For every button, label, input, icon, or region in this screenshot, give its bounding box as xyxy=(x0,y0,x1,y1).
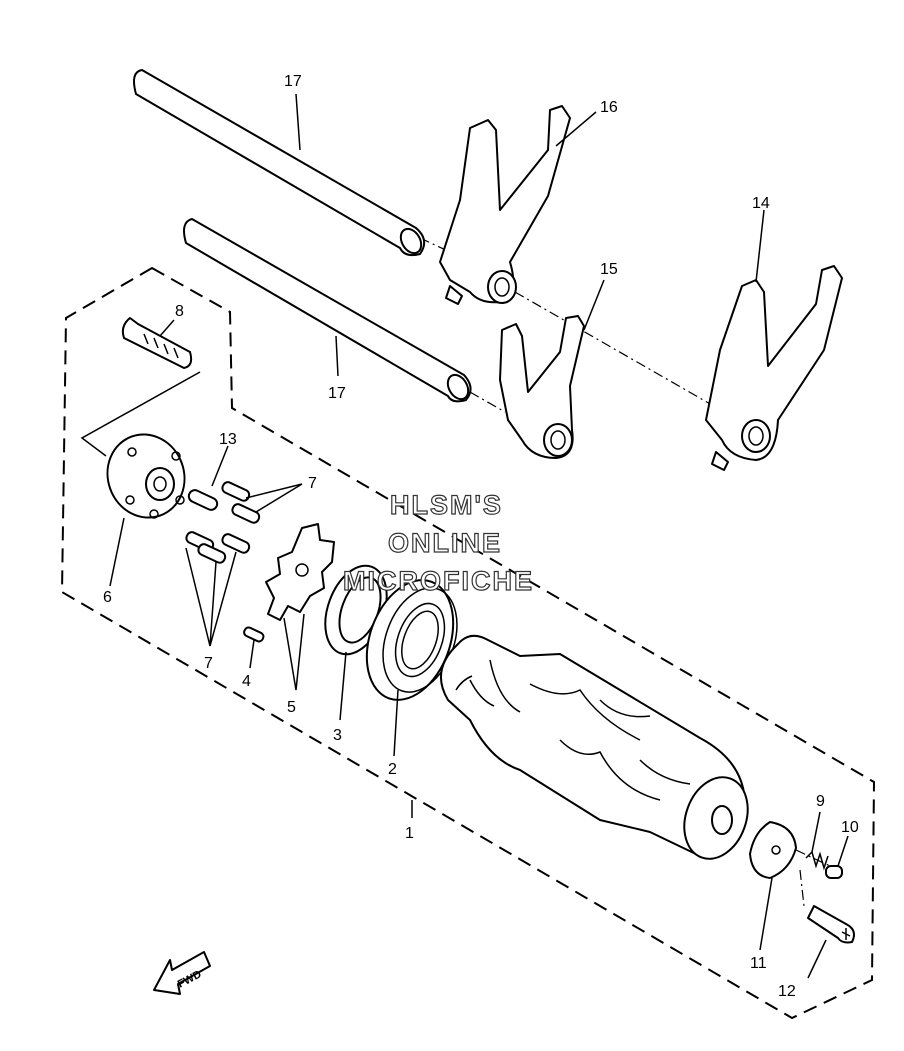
shift-fork-15 xyxy=(499,315,585,459)
leader-8-bracket xyxy=(80,371,201,457)
watermark-line-3: MICROFICHE xyxy=(343,566,534,596)
callout-17-lower: 17 xyxy=(328,385,346,402)
screw-8 xyxy=(121,317,193,369)
leader-9 xyxy=(811,811,821,853)
callout-12: 12 xyxy=(778,983,796,1000)
leader-17-upper xyxy=(295,93,301,151)
leader-15 xyxy=(583,279,605,331)
leader-7-lower xyxy=(185,547,237,647)
leader-7-upper xyxy=(245,483,303,513)
callout-4: 4 xyxy=(242,673,251,690)
callout-14: 14 xyxy=(752,195,770,212)
callout-9: 9 xyxy=(816,793,825,810)
fwd-arrow-icon: FWD xyxy=(153,951,211,995)
callout-7-upper: 7 xyxy=(308,475,317,492)
assembly-boundary xyxy=(60,266,876,1020)
callout-11: 11 xyxy=(750,955,767,972)
callout-17-upper: 17 xyxy=(284,73,302,90)
callout-5: 5 xyxy=(287,699,296,716)
shift-fork-16 xyxy=(439,105,571,305)
callout-16: 16 xyxy=(600,99,618,116)
segment-holder-6 xyxy=(106,433,186,519)
callout-15: 15 xyxy=(600,261,618,278)
bearing-2 xyxy=(365,579,458,701)
fork-shaft-axis-lower xyxy=(469,391,506,413)
leader-8 xyxy=(159,319,175,337)
leader-4 xyxy=(249,639,255,669)
leader-11 xyxy=(759,877,773,951)
fork-shaft-lower xyxy=(183,218,472,403)
watermark-line-2: ONLINE xyxy=(388,528,502,558)
fork-shaft-upper xyxy=(133,69,426,257)
leader-3 xyxy=(339,651,347,721)
plate-axis xyxy=(795,849,831,907)
leader-13 xyxy=(211,445,229,487)
watermark-line-1: HLSM'S xyxy=(390,490,503,520)
leader-2 xyxy=(393,689,399,757)
leader-12 xyxy=(807,939,827,979)
leader-17-lower xyxy=(335,335,339,377)
callout-6: 6 xyxy=(103,589,112,606)
callout-2: 2 xyxy=(388,761,397,778)
pin-4 xyxy=(243,626,265,643)
callout-13: 13 xyxy=(219,431,237,448)
callout-3: 3 xyxy=(333,727,342,744)
callout-1: 1 xyxy=(405,825,414,842)
pins-13-7-group xyxy=(185,481,261,564)
shift-fork-14 xyxy=(705,265,843,471)
stopper-plate-11 xyxy=(749,821,797,879)
screw-12 xyxy=(807,905,855,944)
leader-10 xyxy=(837,835,849,867)
leader-5 xyxy=(283,613,305,691)
pin-10 xyxy=(825,865,843,879)
shift-drum xyxy=(440,634,749,860)
leader-6 xyxy=(109,517,125,587)
leader-14 xyxy=(755,209,765,283)
segment-5 xyxy=(265,523,335,621)
callout-8: 8 xyxy=(175,303,184,320)
leader-16 xyxy=(555,111,597,147)
callout-10: 10 xyxy=(841,819,859,836)
callout-7-lower: 7 xyxy=(204,655,213,672)
